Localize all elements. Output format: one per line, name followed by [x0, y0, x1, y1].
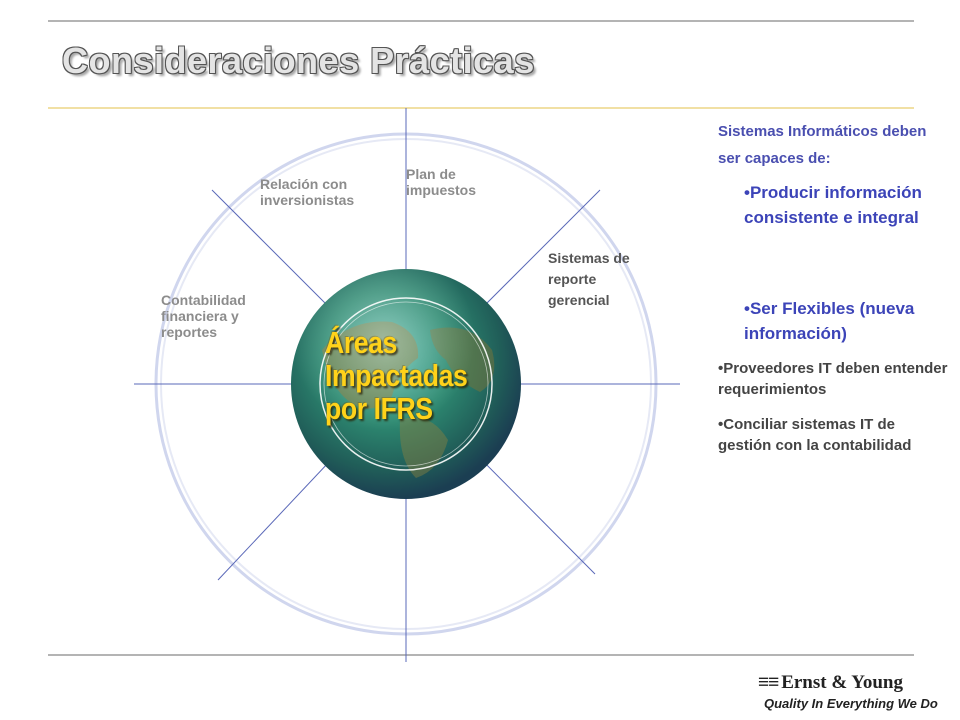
- sidebar-heading: Sistemas Informáticos deben ser capaces …: [718, 123, 927, 167]
- sidebar-bullet-1: •Proveedores IT deben entender requerimi…: [718, 360, 948, 398]
- spoke-bottom-left: [217, 444, 346, 581]
- spoke-top-left: [211, 189, 346, 324]
- globe-graphic: [291, 269, 521, 499]
- company-logo: ≡≡Ernst & Young: [758, 672, 903, 694]
- label-plan-impuestos: Plan de impuestos: [406, 166, 477, 198]
- center-line-2: Impactadas: [325, 358, 468, 393]
- sidebar-subbullet-1: •Producir información consistente e inte…: [744, 183, 922, 227]
- logo-name: Ernst & Young: [781, 672, 903, 693]
- center-line-3: por IFRS: [325, 391, 433, 426]
- sidebar-bullet-2: •Conciliar sistemas IT de gestión con la…: [718, 416, 912, 454]
- label-sistemas-reporte: Sistemas de reporte gerencial: [548, 250, 630, 308]
- spokes: [134, 108, 680, 662]
- label-relacion-inversionistas: Relación con inversionistas: [260, 176, 355, 208]
- spoke-bottom-right: [466, 444, 596, 575]
- logo-mark-icon: ≡≡: [758, 672, 779, 693]
- label-contabilidad-financiera: Contabilidad financiera y reportes: [161, 292, 246, 340]
- inner-ring: [319, 297, 493, 471]
- center-line-1: Áreas: [325, 325, 397, 360]
- page-title: Consideraciones Prácticas: [62, 40, 535, 81]
- spoke-top-right: [466, 189, 601, 324]
- logo-tagline: Quality In Everything We Do: [764, 696, 938, 711]
- globe-center-text: Áreas Impactadas por IFRS: [325, 325, 468, 426]
- sidebar-subbullet-2: •Ser Flexibles (nueva información): [744, 299, 915, 343]
